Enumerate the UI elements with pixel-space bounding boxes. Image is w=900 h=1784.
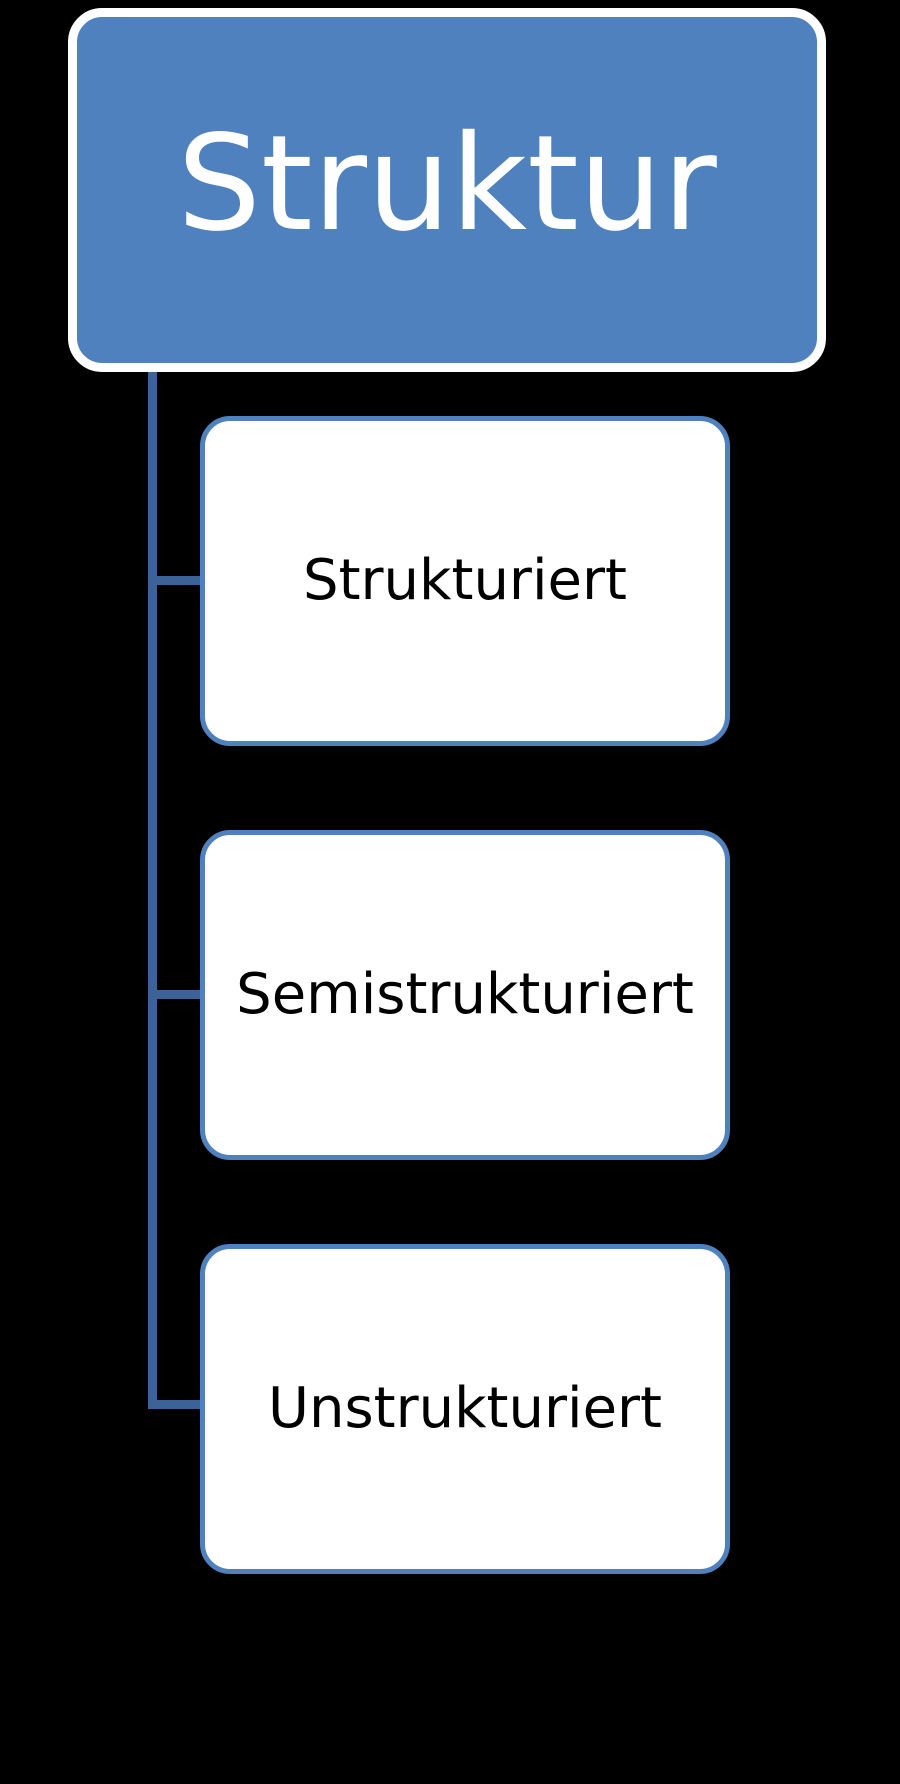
node-strukturiert-label: Strukturiert <box>303 548 627 613</box>
connector-stub-unstrukturiert <box>148 1400 206 1409</box>
node-root-struktur[interactable]: Struktur <box>68 8 826 372</box>
node-semistrukturiert-label: Semistrukturiert <box>236 962 694 1027</box>
connector-trunk-vertical <box>148 366 157 1409</box>
connector-stub-strukturiert <box>148 576 206 585</box>
node-root-label: Struktur <box>177 107 717 261</box>
connector-stub-semistrukturiert <box>148 990 206 999</box>
node-unstrukturiert[interactable]: Unstrukturiert <box>200 1244 730 1574</box>
node-semistrukturiert[interactable]: Semistrukturiert <box>200 830 730 1160</box>
node-strukturiert[interactable]: Strukturiert <box>200 416 730 746</box>
node-unstrukturiert-label: Unstrukturiert <box>267 1376 663 1441</box>
